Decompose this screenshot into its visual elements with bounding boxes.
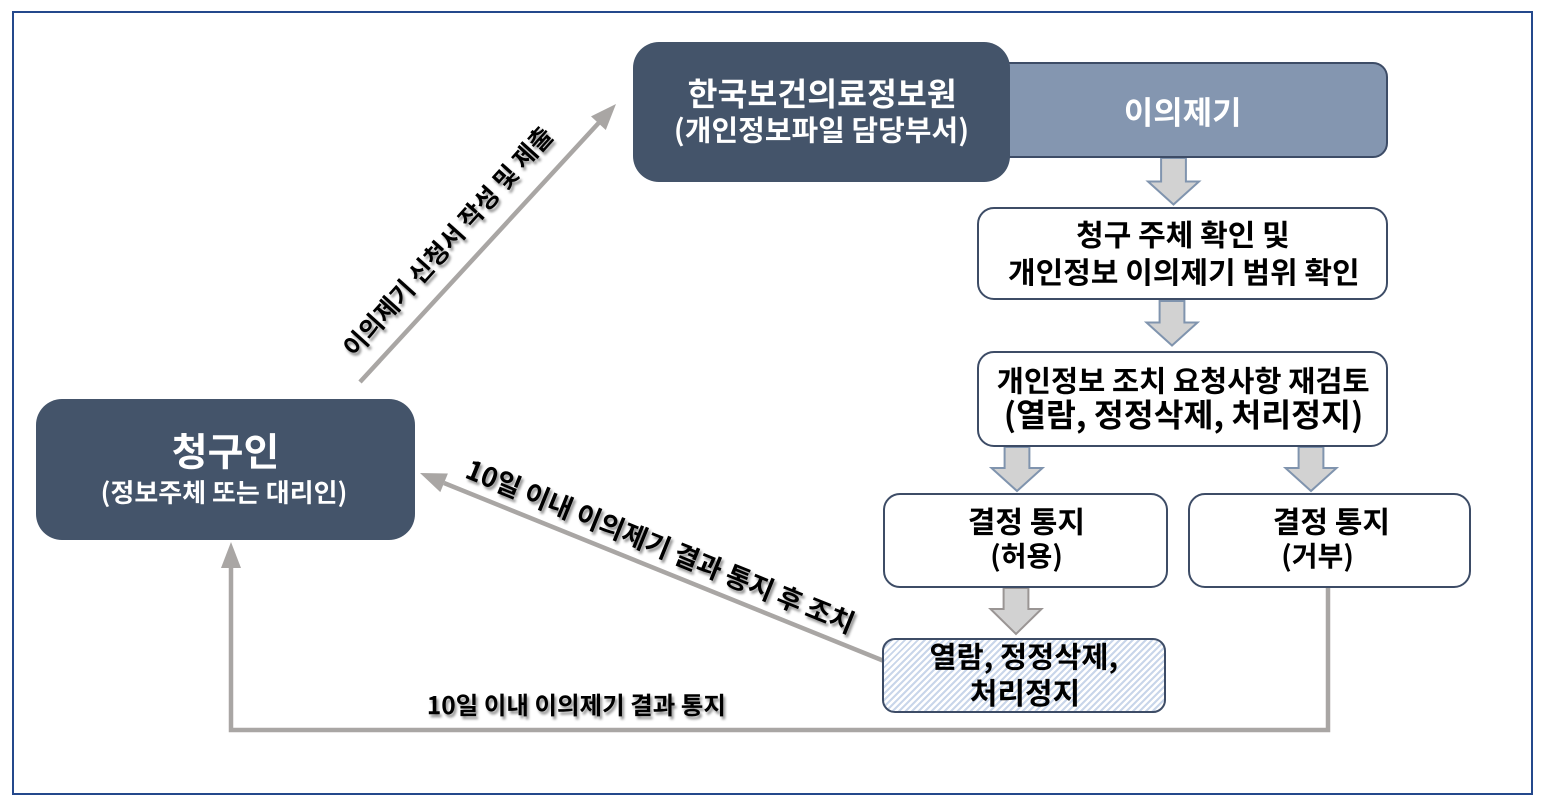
submit-arrow-line — [358, 119, 602, 384]
notify-act-arrow-head — [420, 473, 448, 493]
down-arrow-appeal-to-check — [1145, 157, 1202, 206]
org-title: 한국보건의료정보원 — [689, 75, 954, 113]
node-deny: 결정 통지 (거부) — [1188, 493, 1471, 588]
allow-line2: (허용) — [988, 541, 1063, 579]
check-line2: 개인정보 이의제기 범위 확인 — [1004, 254, 1360, 292]
down-arrow-allow-to-action — [988, 587, 1044, 636]
node-org: 한국보건의료정보원 (개인정보파일 담당부서) — [633, 42, 1010, 182]
down-arrow-check-to-review — [1143, 300, 1201, 347]
review-line1: 개인정보 조치 요청사항 재검토 — [991, 362, 1375, 400]
action-line1: 열람, 정정삭제, — [929, 638, 1120, 676]
allow-line1: 결정 통지 — [966, 503, 1085, 541]
review-line2: (열람, 정정삭제, 처리정지) — [1018, 399, 1347, 437]
down-arrow-review-to-deny — [1282, 446, 1340, 493]
org-subtitle: (개인정보파일 담당부서) — [685, 113, 959, 149]
submit-arrow-head — [591, 104, 616, 130]
node-check: 청구 주체 확인 및 개인정보 이의제기 범위 확인 — [977, 207, 1388, 300]
check-line1: 청구 주체 확인 및 — [1073, 216, 1291, 254]
deny-line2: (거부) — [1292, 541, 1367, 579]
down-arrow-review-to-allow — [988, 446, 1046, 493]
claimant-title: 청구인 — [172, 430, 280, 473]
deny-line1: 결정 통지 — [1270, 503, 1389, 541]
deny-result-arrow-head — [221, 542, 241, 568]
node-allow: 결정 통지 (허용) — [883, 493, 1168, 588]
appeal-label: 이의제기 — [1123, 87, 1241, 133]
node-action: 열람, 정정삭제, 처리정지 — [882, 638, 1166, 713]
action-line2: 처리정지 — [969, 676, 1079, 714]
deny-result-path — [228, 560, 1331, 733]
outer-frame — [12, 11, 1533, 795]
node-claimant: 청구인 (정보주체 또는 대리인) — [36, 399, 415, 540]
notify-edge-label: 10일 이내 이의제기 결과 통지 — [425, 688, 727, 723]
claimant-subtitle: (정보주체 또는 대리인) — [97, 473, 354, 509]
node-review: 개인정보 조치 요청사항 재검토 (열람, 정정삭제, 처리정지) — [977, 351, 1388, 447]
notify-act-arrow-line — [443, 480, 885, 664]
node-appeal: 이의제기 — [975, 62, 1388, 158]
